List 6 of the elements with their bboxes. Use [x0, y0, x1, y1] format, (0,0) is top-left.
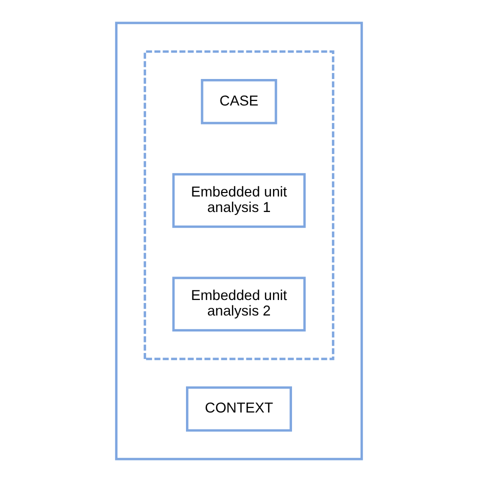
node-box: CASE — [200, 78, 277, 124]
node-box: Embedded unit analysis 1 — [172, 173, 306, 228]
cluster — [143, 50, 334, 360]
cluster — [114, 22, 362, 460]
node-box: CONTEXT — [185, 386, 292, 432]
node-box: Embedded unit analysis 2 — [172, 276, 306, 332]
